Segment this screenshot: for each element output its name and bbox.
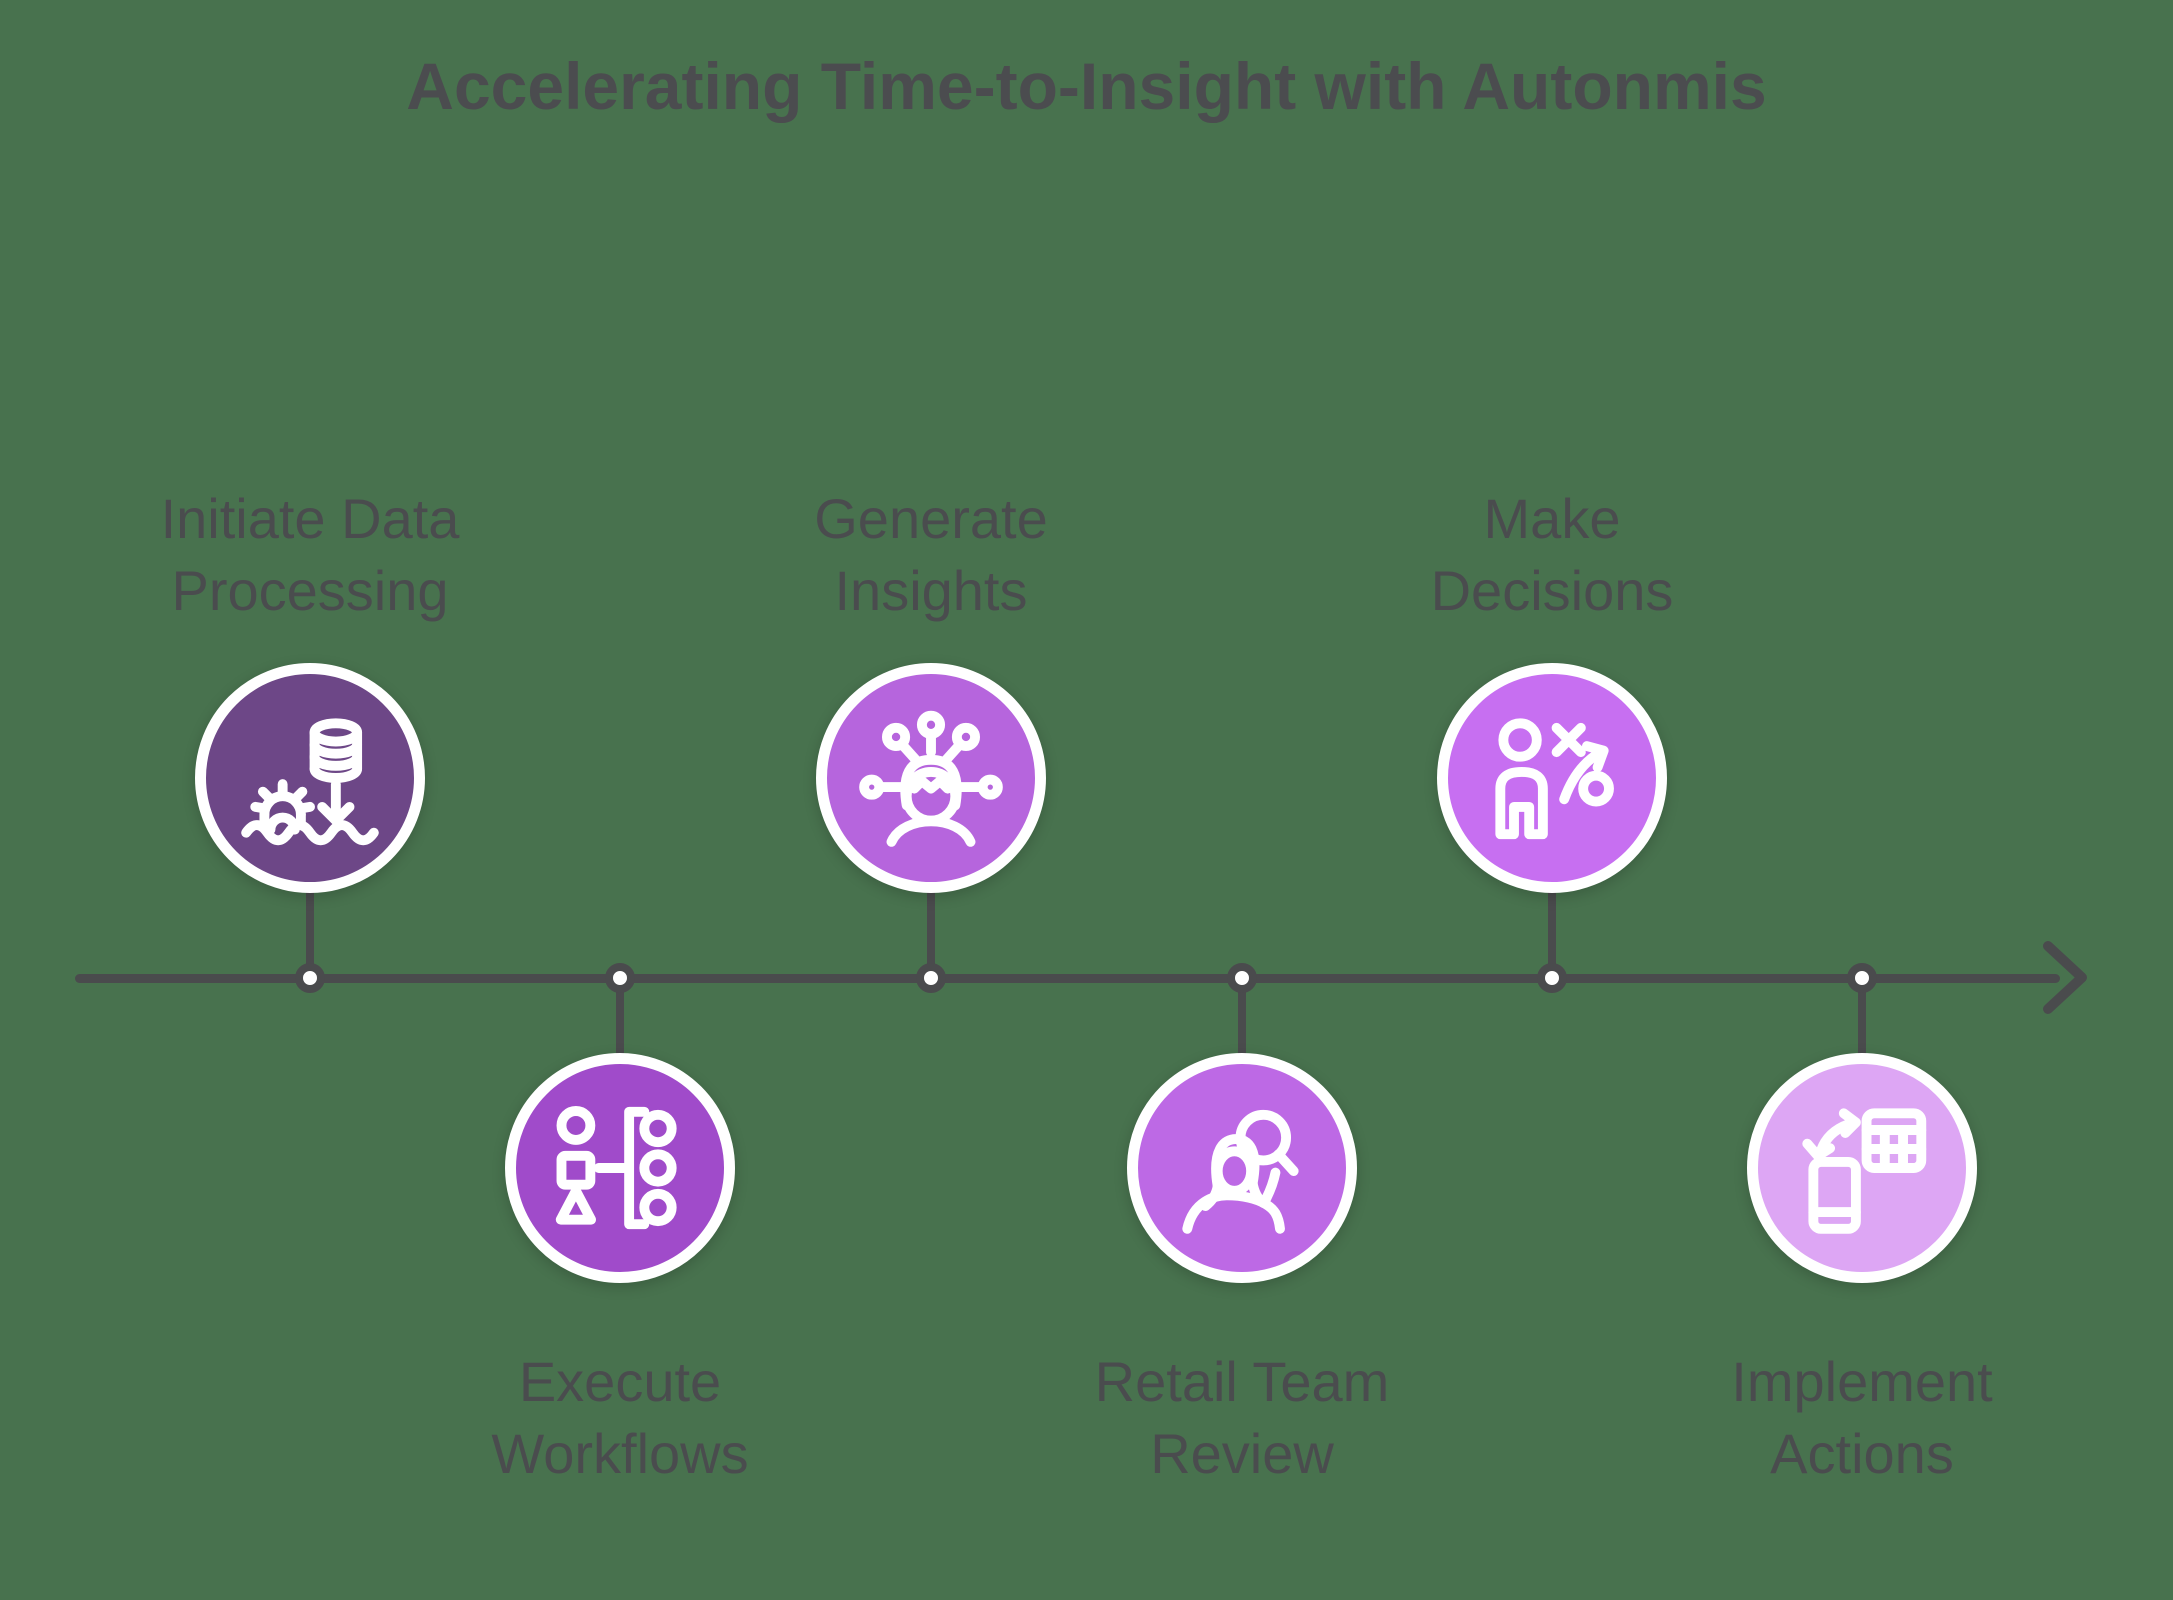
- timeline-node: [605, 963, 635, 993]
- connector-line: [927, 888, 935, 970]
- insights-person-icon: [859, 710, 1003, 847]
- connector-line: [306, 888, 314, 970]
- step-circle: [195, 663, 425, 893]
- connector-line: [616, 985, 624, 1060]
- workflow-icon: [555, 1106, 677, 1230]
- timeline-node: [1227, 963, 1257, 993]
- timeline-line: [75, 974, 2060, 983]
- timeline-node: [295, 963, 325, 993]
- connector-line: [1238, 985, 1246, 1060]
- step-label: Execute Workflows: [491, 1350, 749, 1486]
- step-label: Generate Insights: [814, 487, 1048, 623]
- timeline-node: [1847, 963, 1877, 993]
- step-label: Retail Team Review: [1094, 1350, 1390, 1486]
- device-sync-icon: [1802, 1108, 1927, 1234]
- connector-line: [1548, 888, 1556, 970]
- timeline-arrowhead-icon: [2043, 941, 2087, 1014]
- step-circle: [1437, 663, 1667, 893]
- person-magnifier-icon: [1182, 1109, 1299, 1234]
- step-circle: [816, 663, 1046, 893]
- step-circle: [505, 1053, 735, 1283]
- step-label: Implement Actions: [1731, 1350, 1993, 1486]
- step-label: Make Decisions: [1430, 487, 1674, 623]
- timeline-node: [1537, 963, 1567, 993]
- step-circle: [1127, 1053, 1357, 1283]
- step-circle: [1747, 1053, 1977, 1283]
- timeline-node: [916, 963, 946, 993]
- connector-line: [1858, 985, 1866, 1060]
- strategy-icon: [1495, 718, 1614, 840]
- step-label: Initiate Data Processing: [160, 487, 460, 623]
- data-processing-icon: [241, 718, 379, 846]
- page-title: Accelerating Time-to-Insight with Autonm…: [406, 49, 1767, 123]
